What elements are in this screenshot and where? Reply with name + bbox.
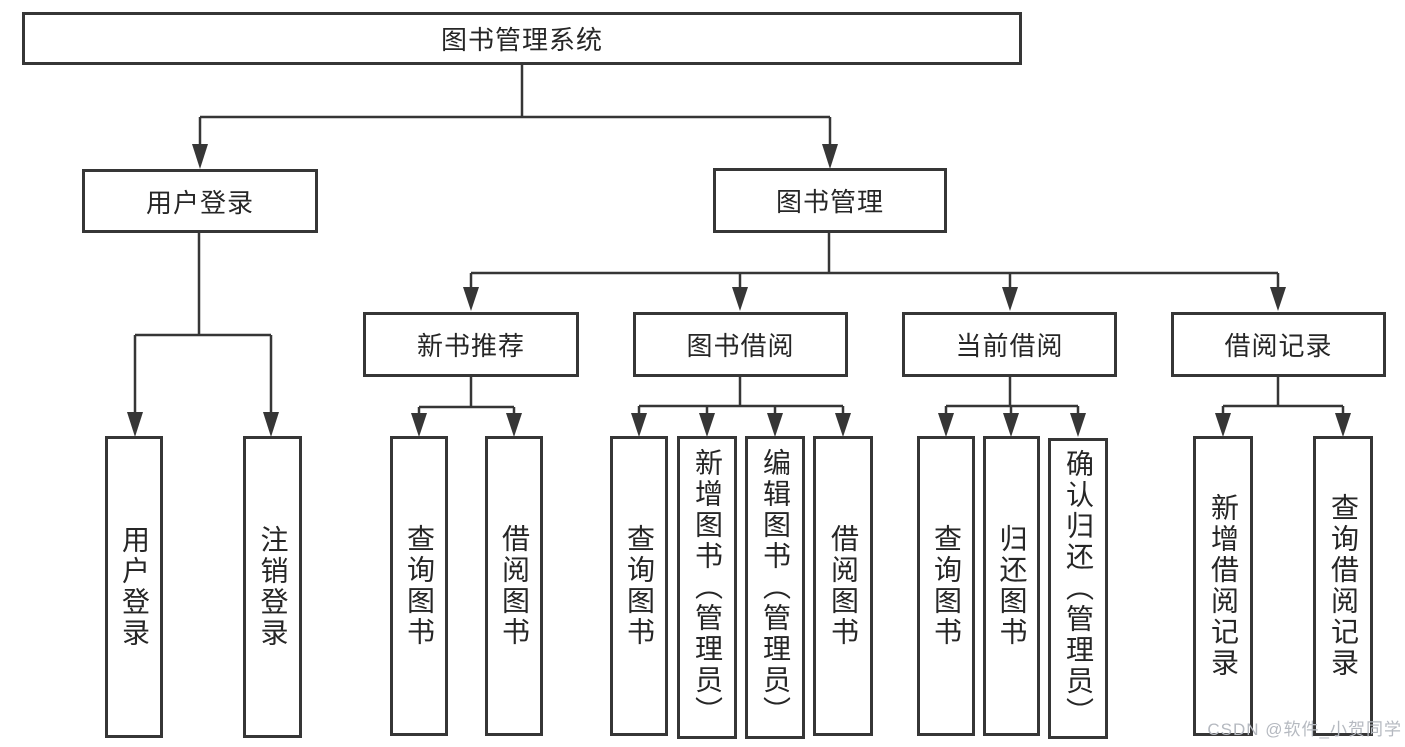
node-book-borrowing: 图书借阅	[633, 312, 848, 377]
leaf-confirm-return-admin: 确认归还（管理员）	[1048, 438, 1108, 739]
leaf-query-books-current: 查询图书	[917, 436, 975, 736]
leaf-label: 查询借阅记录	[1328, 493, 1359, 679]
leaf-edit-book-admin: 编辑图书（管理员）	[745, 436, 805, 739]
leaf-label: 借阅图书	[828, 524, 859, 648]
node-current-borrowing: 当前借阅	[902, 312, 1117, 377]
leaf-label: 查询图书	[624, 524, 655, 648]
leaf-query-books-borrowing: 查询图书	[610, 436, 668, 736]
leaf-label: 新增借阅记录	[1208, 493, 1239, 679]
node-new-book-recommend: 新书推荐	[363, 312, 579, 377]
leaf-add-borrow-record: 新增借阅记录	[1193, 436, 1253, 736]
leaf-query-borrow-record: 查询借阅记录	[1313, 436, 1373, 736]
leaf-user-login: 用户登录	[105, 436, 163, 738]
leaf-label: 注销登录	[257, 525, 289, 649]
leaf-borrow-books-recommend: 借阅图书	[485, 436, 543, 736]
node-borrowing-records: 借阅记录	[1171, 312, 1386, 377]
node-library-system: 图书管理系统	[22, 12, 1022, 65]
leaf-logout: 注销登录	[243, 436, 302, 738]
leaf-label: 借阅图书	[499, 524, 530, 648]
leaf-label: 查询图书	[404, 524, 435, 648]
leaf-label: 查询图书	[931, 524, 962, 648]
leaf-label: 归还图书	[996, 524, 1028, 648]
leaf-label: 新增图书（管理员）	[692, 448, 723, 727]
leaf-add-book-admin: 新增图书（管理员）	[677, 436, 737, 739]
leaf-return-book: 归还图书	[983, 436, 1040, 736]
node-book-management: 图书管理	[713, 168, 947, 233]
leaf-query-books-recommend: 查询图书	[390, 436, 448, 736]
leaf-label: 编辑图书（管理员）	[760, 448, 791, 727]
leaf-borrow-books-borrowing: 借阅图书	[813, 436, 873, 736]
leaf-label: 确认归还（管理员）	[1063, 449, 1094, 728]
csdn-watermark: CSDN @软件_小贺同学	[1207, 720, 1402, 739]
leaf-label: 用户登录	[119, 525, 150, 649]
node-user-login: 用户登录	[82, 169, 318, 233]
